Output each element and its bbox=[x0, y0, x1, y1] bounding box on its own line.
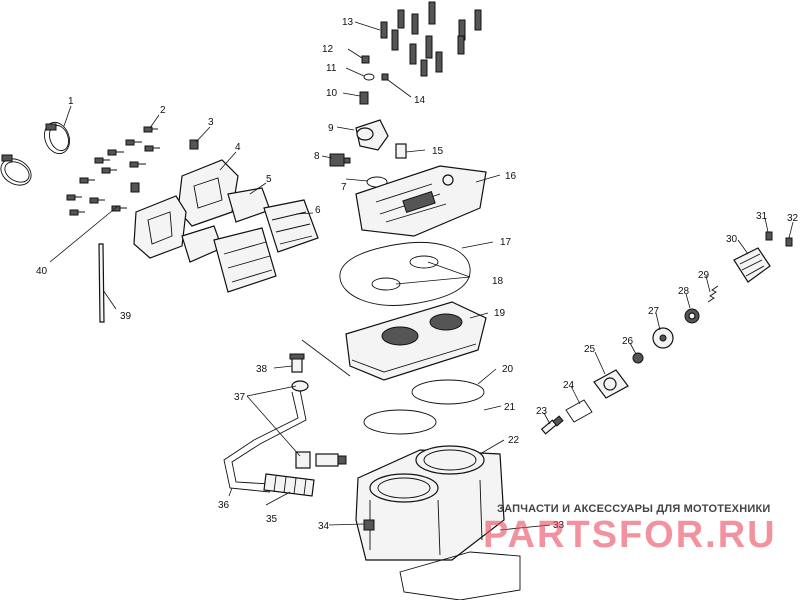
fitting-3 bbox=[130, 139, 199, 193]
callout-18: 18 bbox=[492, 276, 504, 287]
callout-40: 40 bbox=[36, 266, 48, 277]
callout-19: 19 bbox=[494, 308, 506, 319]
disc-27 bbox=[652, 327, 674, 349]
reed-block-4 bbox=[133, 159, 239, 259]
callout-12: 12 bbox=[322, 44, 334, 55]
reed-valve-6 bbox=[213, 199, 319, 293]
callout-39: 39 bbox=[120, 311, 132, 322]
callout-15: 15 bbox=[432, 146, 444, 157]
callout-33: 33 bbox=[553, 520, 565, 531]
hose-clamps-37 bbox=[291, 380, 347, 469]
callout-7: 7 bbox=[341, 182, 347, 193]
watermark-logo: PARTSFOR.RU bbox=[483, 514, 777, 556]
base-gasket-33 bbox=[399, 551, 521, 601]
callout-34: 34 bbox=[318, 521, 330, 532]
gasket-20 bbox=[411, 379, 485, 405]
fitting-15 bbox=[395, 143, 407, 159]
cylinder-head-19 bbox=[345, 301, 487, 381]
leader-lines bbox=[49, 21, 794, 531]
callout-31: 31 bbox=[756, 211, 768, 222]
callout-17: 17 bbox=[500, 237, 512, 248]
rod-39 bbox=[98, 243, 105, 323]
hose-connector-35 bbox=[263, 473, 315, 497]
fitting-38 bbox=[289, 353, 305, 373]
callout-8: 8 bbox=[314, 151, 320, 162]
spring-29 bbox=[707, 285, 719, 303]
flange-cover-25 bbox=[593, 369, 629, 399]
callout-11: 11 bbox=[326, 63, 337, 74]
gasket-24 bbox=[565, 399, 593, 423]
head-bolts-13 bbox=[380, 1, 482, 77]
gear-28 bbox=[684, 308, 700, 324]
gasket-21 bbox=[363, 409, 437, 435]
callout-26: 26 bbox=[622, 336, 634, 347]
head-cover-16 bbox=[355, 165, 487, 237]
hose-clamp-left bbox=[0, 154, 32, 186]
callout-10: 10 bbox=[326, 88, 338, 99]
callout-24: 24 bbox=[563, 380, 575, 391]
callout-36: 36 bbox=[218, 500, 230, 511]
gasket-17 bbox=[339, 242, 471, 306]
callout-27: 27 bbox=[648, 306, 660, 317]
callout-29: 29 bbox=[698, 270, 710, 281]
callout-35: 35 bbox=[266, 514, 278, 525]
callout-9: 9 bbox=[328, 123, 334, 134]
screw-31 bbox=[765, 231, 773, 241]
callout-20: 20 bbox=[502, 364, 514, 375]
callout-1: 1 bbox=[68, 96, 74, 107]
callout-22: 22 bbox=[508, 435, 520, 446]
cover-30 bbox=[733, 247, 771, 283]
callout-14: 14 bbox=[414, 95, 426, 106]
callout-2: 2 bbox=[160, 105, 166, 116]
callout-3: 3 bbox=[208, 117, 214, 128]
callout-labels: 1 2 3 4 5 6 7 8 9 10 11 12 13 14 15 16 1… bbox=[36, 17, 799, 532]
callout-13: 13 bbox=[342, 17, 354, 28]
callout-37: 37 bbox=[234, 392, 246, 403]
callout-25: 25 bbox=[584, 344, 596, 355]
callout-30: 30 bbox=[726, 234, 738, 245]
callout-23: 23 bbox=[536, 406, 548, 417]
callout-32: 32 bbox=[787, 213, 799, 224]
callout-6: 6 bbox=[315, 205, 321, 216]
cylinder-block-22 bbox=[355, 445, 505, 561]
water-hose-36 bbox=[223, 389, 307, 493]
watermark-caption: ЗАПЧАСТИ И АКСЕССУАРЫ ДЛЯ МОТОТЕХНИКИ bbox=[497, 503, 771, 515]
o-rings-18 bbox=[371, 255, 439, 291]
sensor-hardware-10-12 bbox=[359, 55, 389, 105]
screw-set-left bbox=[66, 126, 160, 216]
sensor-23 bbox=[540, 415, 564, 435]
callout-38: 38 bbox=[256, 364, 268, 375]
water-outlet-9 bbox=[355, 119, 389, 151]
callout-16: 16 bbox=[505, 171, 517, 182]
callout-4: 4 bbox=[235, 142, 241, 153]
nut-26 bbox=[632, 352, 644, 364]
callout-5: 5 bbox=[266, 174, 272, 185]
hose-clamp-1 bbox=[44, 121, 70, 155]
screw-32 bbox=[785, 237, 793, 247]
callout-21: 21 bbox=[504, 402, 516, 413]
temp-sensor-8 bbox=[329, 153, 351, 167]
callout-28: 28 bbox=[678, 286, 690, 297]
